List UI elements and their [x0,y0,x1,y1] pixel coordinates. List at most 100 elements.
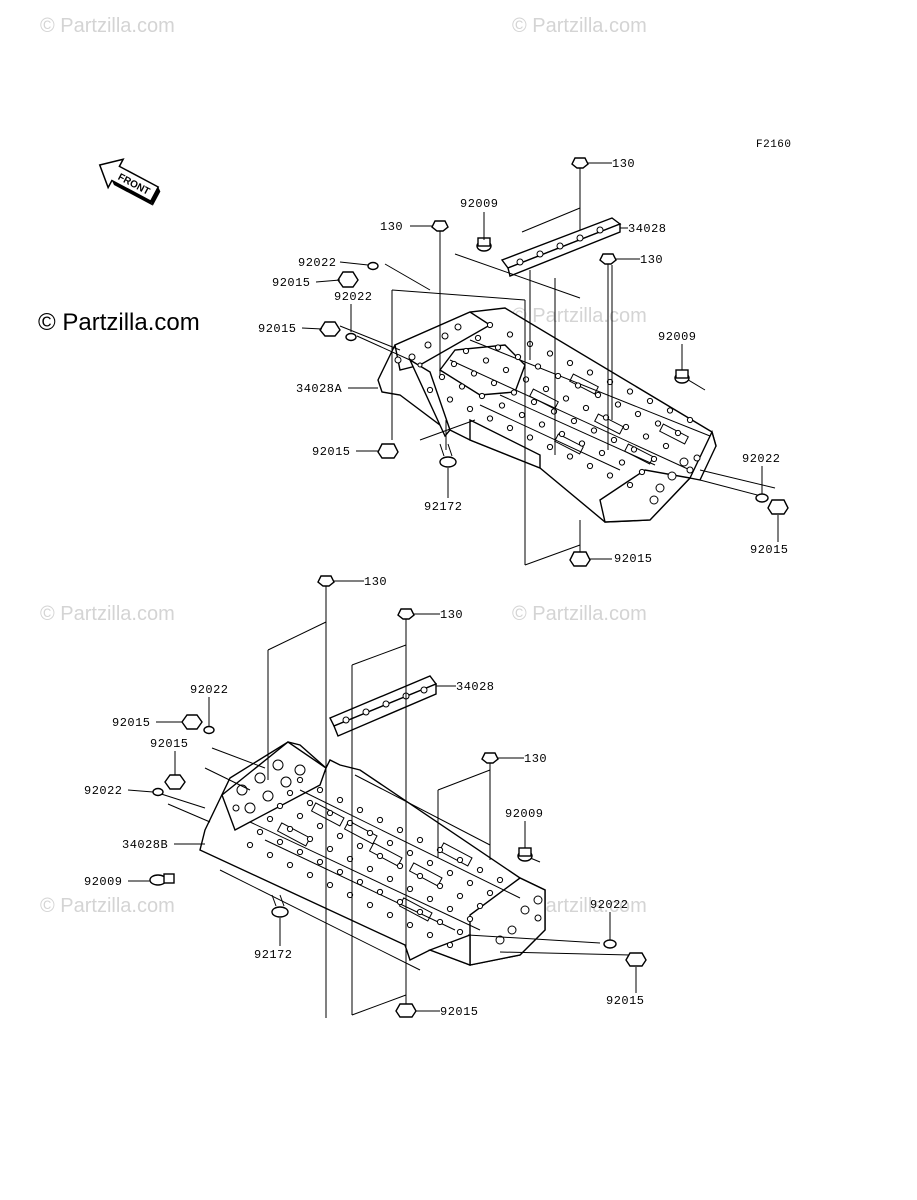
front-arrow-icon: FRONT [98,158,161,206]
bolt-hole [346,891,354,899]
bolt-hole [296,812,304,820]
bolt-hole [530,398,538,406]
watermark-mid-right: © Partzilla.com [512,305,647,327]
bolt-hole [634,410,642,418]
bolt-icon [571,157,589,178]
bolt-hole [506,424,514,432]
nut-icon [377,443,399,459]
bolt-hole [496,876,504,884]
bolt-hole [296,848,304,856]
bolt-hole [474,334,482,342]
watermark-top-right: © Partzilla.com [512,15,647,37]
label-92015: 92015 [112,716,151,730]
bolt-hole [316,786,324,794]
bolt-hole [386,911,394,919]
lower-leader-lines [154,592,631,1018]
bolt-icon [431,220,449,240]
nut-icon [625,952,647,967]
label-92022: 92022 [590,898,629,912]
bolt-hole [256,828,264,836]
bolt-hole [450,360,458,368]
bolt-hole [538,421,546,428]
bolt-hole [316,822,324,830]
nut-icon [337,271,359,288]
lower-labels: 130 130 34028 92022 92015 92015 130 9202… [84,575,645,1019]
lower-carrier-holes [246,776,504,949]
label-92015: 92015 [614,552,653,566]
bolt-hole [578,440,586,447]
bolt-hole [526,434,534,441]
bolt-hole [306,871,314,879]
bolt-hole [626,388,634,395]
bolt-hole [518,411,526,419]
lower-hardware [149,575,647,1018]
bolt-hole [356,842,364,850]
bolt-icon [599,253,617,274]
washer-icon [203,725,215,735]
bolt-hole [546,350,554,357]
bolt-hole [376,888,384,896]
bolt-hole [654,420,662,427]
bolt-hole [646,397,654,405]
nut-icon [395,1003,417,1018]
bolt-hole [456,892,464,900]
label-92022: 92022 [298,256,337,270]
bolt-hole [466,915,474,923]
bolt-hole [476,866,484,874]
lower-bracket-34028 [329,675,438,737]
carriage-bolt-icon [271,894,289,918]
upper-bracket-34028 [500,217,622,277]
bolt-icon [674,369,690,384]
bolt-hole [336,796,344,804]
label-130: 130 [524,752,547,766]
bolt-hole [306,835,314,843]
bolt-hole [486,889,494,897]
label-92009: 92009 [658,330,697,344]
lower-carrier-assembly [199,741,546,967]
bolt-hole [586,462,594,470]
watermark-lower-left: © Partzilla.com [40,603,175,625]
bolt-hole [638,468,646,476]
bolt-hole [386,839,394,847]
label-34028A: 34028A [296,382,343,396]
bolt-hole [502,366,510,374]
bolt-hole [426,931,434,939]
washer-icon [367,261,379,271]
bolt-hole [436,846,444,854]
bolt-hole [406,885,414,893]
bolt-hole [416,872,424,880]
upper-leader-lines [339,170,776,566]
label-92172: 92172 [254,948,293,962]
bolt-hole [570,417,578,425]
bolt-hole [554,372,562,380]
label-92015: 92015 [606,994,645,1008]
label-92015: 92015 [150,737,189,751]
bolt-hole [470,370,478,377]
upper-carrier-holes [426,321,694,489]
bolt-hole [550,408,558,415]
bolt-hole [602,414,610,421]
label-92015: 92015 [272,276,311,290]
bolt-hole [266,815,274,823]
bolt-hole [286,861,294,869]
bolt-hole [306,799,314,807]
bolt-hole [566,359,574,367]
washer-icon [603,939,617,949]
bolt-hole [606,472,614,479]
figure-code: F2160 [756,139,792,151]
bolt-hole [558,430,566,438]
label-92022: 92022 [334,290,373,304]
bolt-hole [562,395,570,402]
bolt-hole [486,321,494,329]
bolt-hole [446,941,454,949]
bolt-hole [276,802,284,810]
washer-icon [755,493,769,503]
bolt-hole [436,882,444,890]
label-92015: 92015 [750,543,789,557]
bolt-hole [356,806,364,814]
bolt-hole [674,429,682,437]
bolt-hole [522,376,530,383]
bolt-hole [446,396,454,403]
bolt-hole [366,829,374,837]
label-34028: 34028 [628,222,667,236]
